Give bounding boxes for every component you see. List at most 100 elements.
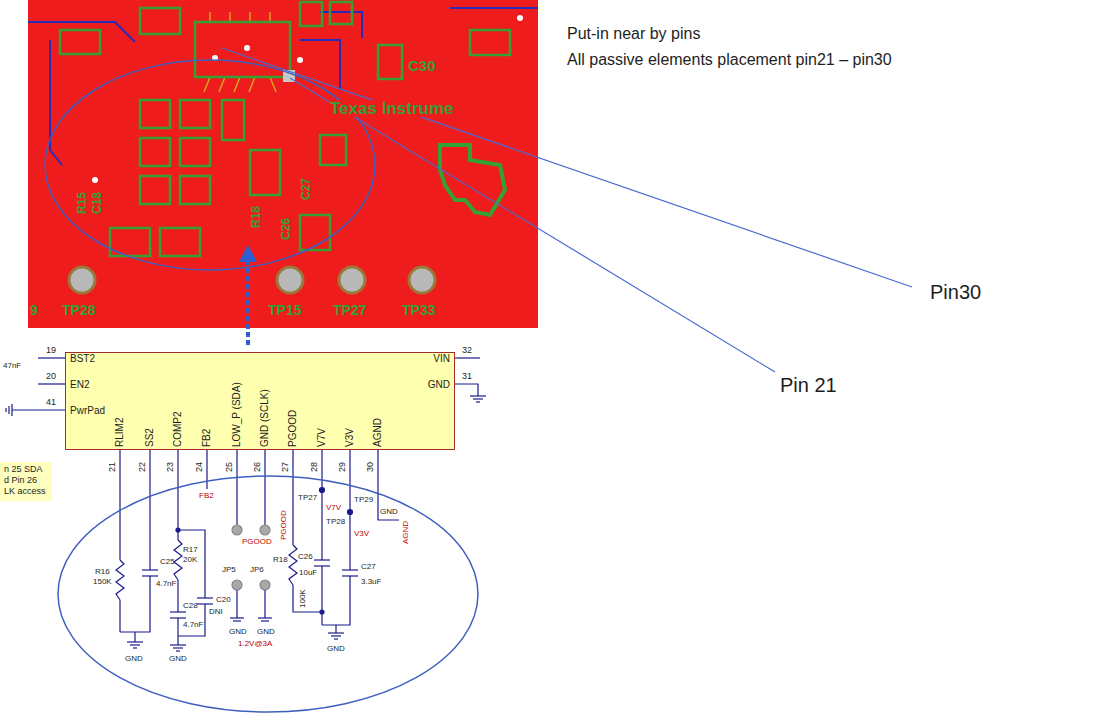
pin-wire [293, 585, 322, 612]
net-label: FB2 [199, 492, 214, 500]
pin-trace [249, 77, 255, 92]
pin-number: 29 [338, 462, 347, 472]
net-label: 1.2V@3A [238, 640, 272, 648]
pin-name: AGND [373, 418, 383, 447]
test-point-pad [339, 267, 365, 293]
pin-number: 20 [46, 372, 56, 381]
component-value: 150K [93, 578, 112, 586]
capacitor-symbol [342, 569, 358, 570]
ground-symbol [173, 647, 183, 648]
net-label: AGND [402, 521, 410, 544]
part-designator: C20 [216, 596, 231, 604]
silkscreen-label: C27 [300, 178, 312, 200]
test-point-pad [277, 267, 303, 293]
pin-name: LOW_P (SDA) [232, 382, 242, 447]
net-label: PGOOD [242, 538, 272, 546]
pin-wire [134, 632, 135, 642]
pin-number: 19 [46, 346, 56, 355]
pin-wire [38, 383, 65, 384]
pin-wire [119, 600, 120, 632]
pin-wire [12, 409, 65, 410]
pin-number: 41 [46, 398, 56, 407]
pin-name: FB2 [202, 429, 212, 447]
part-footprint [180, 100, 210, 128]
net-label: GND [229, 628, 247, 636]
note-text: LK access [4, 487, 48, 496]
ti-logo [440, 145, 505, 215]
part-designator: C26 [298, 553, 313, 561]
arrow-head [239, 245, 257, 262]
part-footprint [320, 135, 346, 165]
pin-number: 31 [462, 372, 472, 381]
silkscreen-label: TP28 [62, 303, 95, 317]
pin-wire [292, 450, 293, 545]
pin-name: COMP2 [173, 411, 183, 447]
part-footprint [330, 2, 352, 24]
ground-symbol [127, 641, 143, 642]
pin-name: RLIM2 [115, 418, 125, 447]
part-footprint [180, 138, 210, 166]
part-footprint [140, 8, 180, 34]
ground-symbol [5, 408, 6, 412]
note-text: d Pin 26 [4, 476, 48, 485]
pin-wire [321, 566, 322, 625]
pin-name: PwrPad [70, 406, 105, 416]
pin-name: V7V [317, 428, 327, 447]
pin-wire [178, 530, 205, 598]
component-value: 3.3uF [361, 578, 381, 586]
silkscreen-label: R15 [76, 192, 88, 214]
pin-number: 24 [195, 462, 204, 472]
pin-trace [269, 12, 271, 22]
test-point [348, 510, 353, 515]
silkscreen-label: C18 [91, 192, 103, 214]
silkscreen-label: C26 [280, 218, 292, 240]
pin-number: 27 [281, 462, 290, 472]
pin-name: VIN [433, 354, 450, 364]
pin-name: GND (SCLK) [260, 389, 270, 447]
pin-number: 21 [108, 462, 117, 472]
part-designator: TP29 [354, 496, 373, 504]
part-footprint [160, 228, 200, 256]
part-footprint [140, 138, 170, 166]
capacitor-symbol [170, 611, 186, 612]
pin-trace [249, 12, 251, 22]
pcb-board [28, 0, 538, 328]
access-pad [260, 525, 270, 535]
part-footprint [250, 150, 280, 195]
part-footprint [180, 176, 210, 204]
silkscreen-label: TP15 [268, 303, 301, 317]
part-footprint [378, 45, 402, 79]
pin-wire [264, 450, 265, 525]
leader-line [290, 78, 775, 372]
pin-wire [322, 576, 350, 625]
pin-trace [204, 12, 276, 92]
leader-line [222, 48, 912, 287]
jumper-pad [232, 580, 242, 590]
note-box: n 25 SDAd Pin 26LK access [0, 462, 52, 501]
net-label: GND [380, 508, 398, 516]
ground-symbol [8, 406, 9, 414]
pin-wire [264, 590, 265, 618]
component-value: DNI [209, 608, 223, 616]
junction-dot [176, 528, 180, 532]
pin-wire [38, 357, 65, 358]
pin-trace [234, 77, 240, 92]
via [92, 15, 523, 183]
component-value: 4.7nF [183, 621, 203, 629]
part-footprint [60, 30, 100, 54]
pin-wire [177, 580, 178, 612]
pin-number: 25 [225, 462, 234, 472]
note-text: All passive elements placement pin21 – p… [567, 52, 892, 68]
ground-symbol [470, 395, 486, 396]
pin-number: 28 [310, 462, 319, 472]
resistor-symbol [116, 560, 124, 600]
silkscreen-label: R18 [250, 206, 262, 228]
pin-name: V3V [345, 428, 355, 447]
silkscreen-outline [60, 2, 510, 256]
part-designator: JP6 [250, 566, 264, 574]
ground-symbol [258, 617, 272, 618]
part-footprint [470, 30, 510, 55]
capacitor-symbol [142, 569, 158, 570]
pin-wire [455, 384, 478, 396]
highlight-ellipse [58, 476, 478, 712]
